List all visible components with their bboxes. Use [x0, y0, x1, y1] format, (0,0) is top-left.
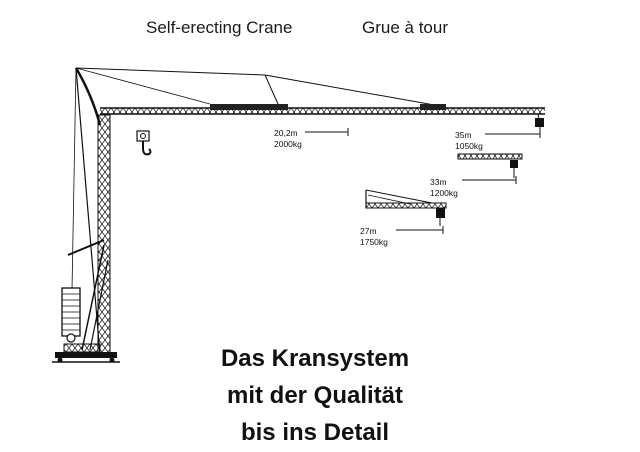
spec-reach: 35m	[455, 130, 472, 140]
spec-35m: 35m 1050kg	[455, 130, 483, 152]
hook-icon	[136, 130, 152, 156]
caption-french: Grue à tour	[362, 18, 448, 37]
spec-reach: 27m	[360, 226, 377, 236]
spec-reach: 33m	[430, 177, 447, 187]
dimension-35m	[485, 130, 541, 138]
caption-english: Self-erecting Crane	[146, 18, 293, 37]
jib-variant-27m	[365, 189, 447, 234]
spec-load: 1200kg	[430, 188, 458, 198]
spec-load: 1050kg	[455, 141, 483, 151]
headline-line-3: bis ins Detail	[240, 419, 390, 446]
spec-33m: 33m 1200kg	[430, 177, 458, 199]
crane-jib	[74, 67, 545, 132]
jib-variant-35m	[457, 153, 523, 184]
headline-line-1: Das Kransystem	[220, 345, 410, 372]
spec-reach: 20,2m	[274, 128, 298, 138]
spec-27m: 27m 1750kg	[360, 226, 388, 248]
spec-20m: 20,2m 2000kg	[274, 128, 302, 150]
headline: Das Kransystem mit der Qualität bis ins …	[160, 340, 470, 451]
headline-line-2: mit der Qualität	[226, 382, 404, 409]
dimension-20m	[305, 128, 349, 136]
counterweight	[61, 287, 81, 343]
crane-mast	[67, 67, 111, 356]
spec-load: 1750kg	[360, 237, 388, 247]
crane-base	[52, 343, 120, 363]
spec-load: 2000kg	[274, 139, 302, 149]
